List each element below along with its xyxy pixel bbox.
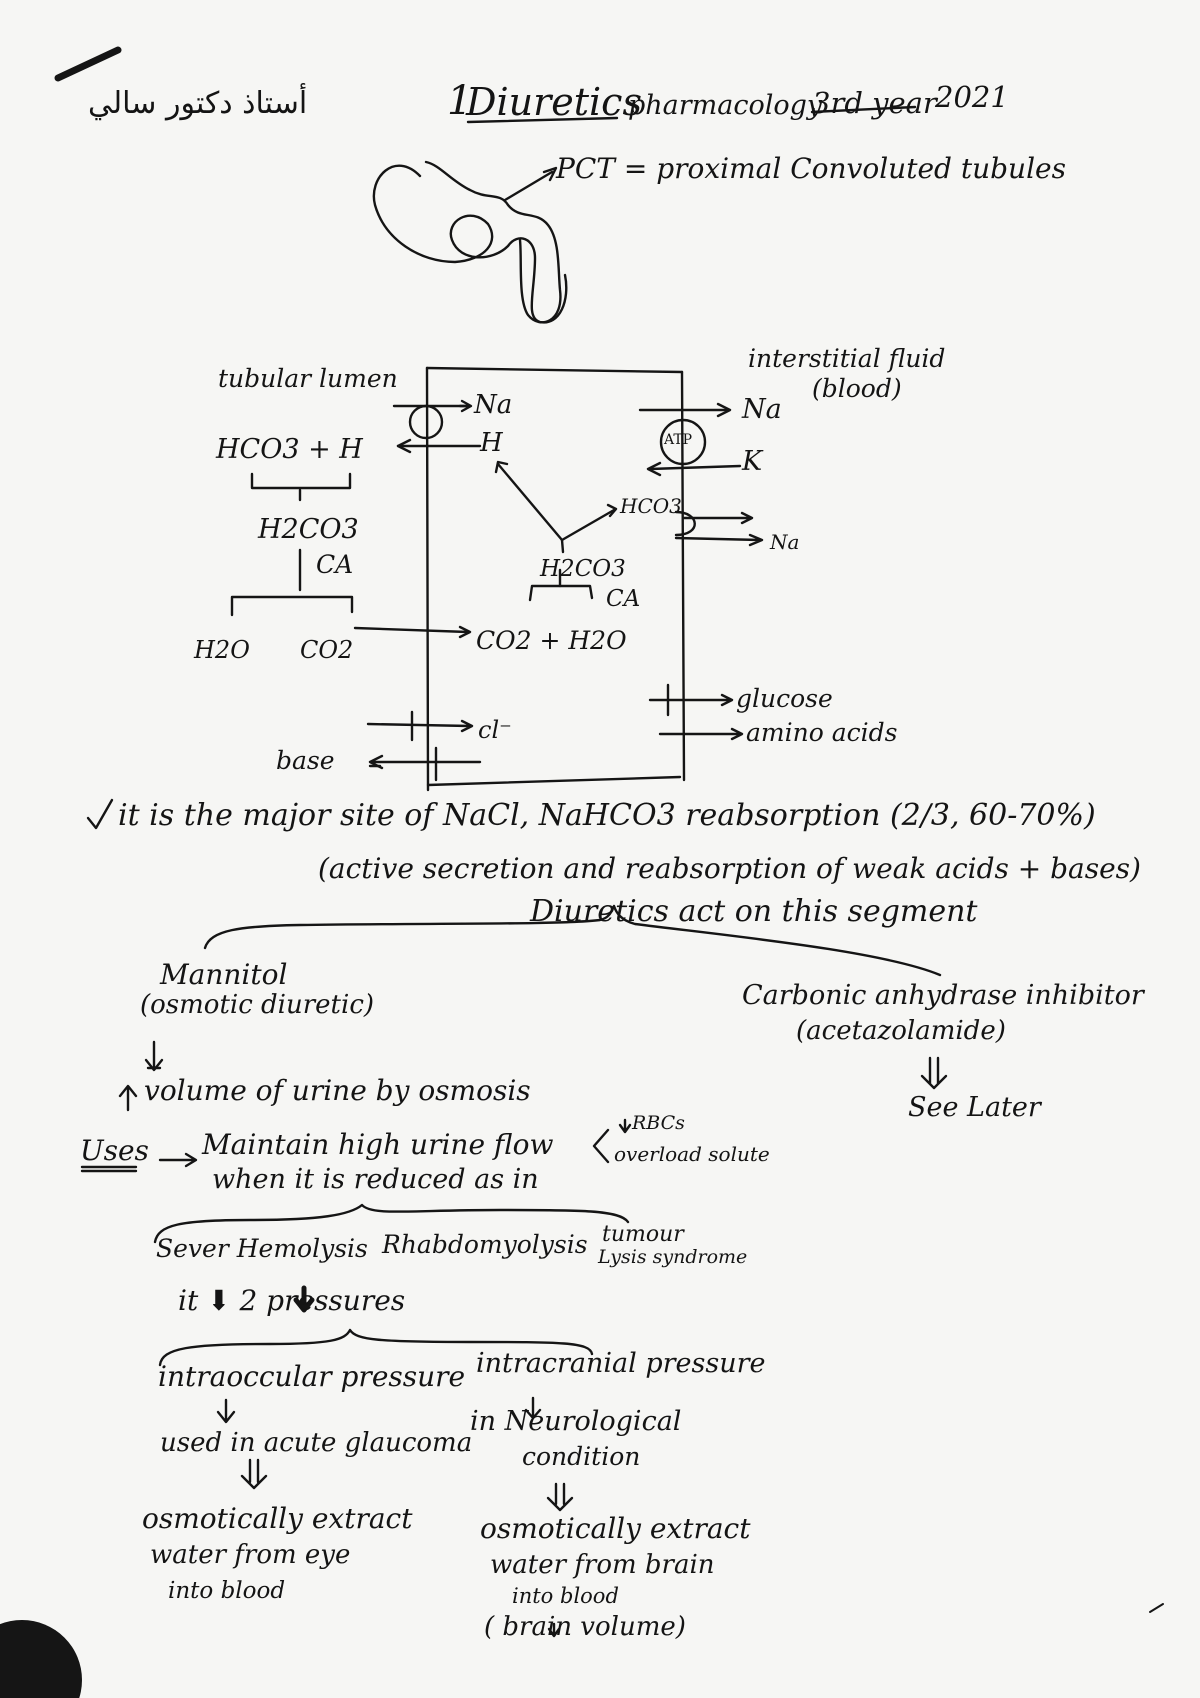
- icp-result-3: into blood: [512, 1584, 619, 1608]
- label-tubular-lumen: tubular lumen: [218, 364, 398, 393]
- label-hco3-plus-h: HCO3 + H: [216, 434, 363, 465]
- iop-use: used in acute glaucoma: [160, 1428, 473, 1458]
- mannitol-effect: volume of urine by osmosis: [144, 1074, 531, 1107]
- label-glucose: glucose: [736, 684, 833, 713]
- label-base: base: [276, 746, 335, 775]
- label-h-out: H: [480, 428, 503, 458]
- iop-result-3: into blood: [168, 1578, 286, 1604]
- label-na-lumen: Na: [474, 390, 513, 420]
- iop-result-1: osmotically extract: [142, 1502, 413, 1535]
- cai-title: Carbonic anhydrase inhibitor: [742, 980, 1144, 1011]
- icp-title: intracranial pressure: [476, 1348, 766, 1379]
- label-hco3-cell: HCO3: [620, 494, 682, 518]
- label-h2co3-lumen: H2CO3: [258, 514, 359, 545]
- uses-line1: Maintain high urine flow: [202, 1128, 554, 1161]
- label-ca-cell: CA: [606, 586, 641, 612]
- label-h2o-lumen: H2O: [194, 636, 250, 664]
- cai-see-later: See Later: [908, 1092, 1041, 1123]
- label-cl: cl⁻: [478, 716, 512, 744]
- cai-drug: (acetazolamide): [796, 1016, 1006, 1046]
- condition-rhabdomyolysis: Rhabdomyolysis: [382, 1230, 588, 1259]
- label-co2-h2o: CO2 + H2O: [476, 626, 627, 655]
- label-interstitial-fluid: interstitial fluid: [748, 344, 946, 373]
- side-rbcs: RBCs: [632, 1112, 685, 1134]
- icp-result-4: ( brain volume): [484, 1612, 686, 1642]
- label-blood: (blood): [812, 374, 902, 403]
- title-number: 1: [447, 78, 473, 124]
- mannitol-type: (osmotic diuretic): [140, 990, 375, 1020]
- check-mark: [86, 798, 114, 830]
- subject: pharmacology: [628, 90, 823, 121]
- icp-use-1: in Neurological: [470, 1406, 682, 1437]
- label-na-cotransport: Na: [770, 530, 800, 554]
- pressures-note: it ⬇ 2 pressures: [178, 1284, 406, 1317]
- label-k: K: [742, 446, 763, 477]
- note-diuretics-segment: Diuretics act on this segment: [530, 894, 978, 929]
- note-major-site: it is the major site of NaCl, NaHCO3 rea…: [118, 798, 1096, 833]
- author-arabic: أستاذ دكتور سالي: [88, 86, 308, 121]
- note-active-secretion: (active secretion and reabsorption of we…: [318, 852, 1141, 885]
- year: 2021: [935, 80, 1009, 114]
- corner-shadow: [0, 1620, 82, 1698]
- iop-result-2: water from eye: [150, 1540, 351, 1570]
- page-title: Diuretics: [466, 80, 642, 124]
- mannitol-title: Mannitol: [160, 958, 288, 991]
- pct-definition: PCT = proximal Convoluted tubules: [556, 152, 1066, 185]
- year-level: 3rd year: [812, 86, 937, 120]
- iop-title: intraoccular pressure: [158, 1360, 466, 1393]
- label-na-blood: Na: [742, 394, 782, 425]
- uses-label: Uses: [80, 1134, 149, 1167]
- condition-hemolysis: Sever Hemolysis: [156, 1234, 368, 1263]
- label-co2-lumen: CO2: [300, 636, 354, 664]
- condition-lysis-syndrome: Lysis syndrome: [598, 1246, 748, 1268]
- icp-use-2: condition: [522, 1442, 641, 1471]
- icp-result-2: water from brain: [490, 1550, 715, 1580]
- condition-tumour: tumour: [602, 1222, 684, 1247]
- uses-line2: when it is reduced as in: [212, 1164, 539, 1195]
- side-overload: overload solute: [614, 1142, 770, 1166]
- label-h2co3-cell: H2CO3: [540, 556, 626, 582]
- atp-pump: ATP: [664, 432, 693, 448]
- label-amino-acids: amino acids: [746, 718, 898, 747]
- label-ca-lumen: CA: [316, 550, 354, 579]
- icp-result-1: osmotically extract: [480, 1512, 751, 1545]
